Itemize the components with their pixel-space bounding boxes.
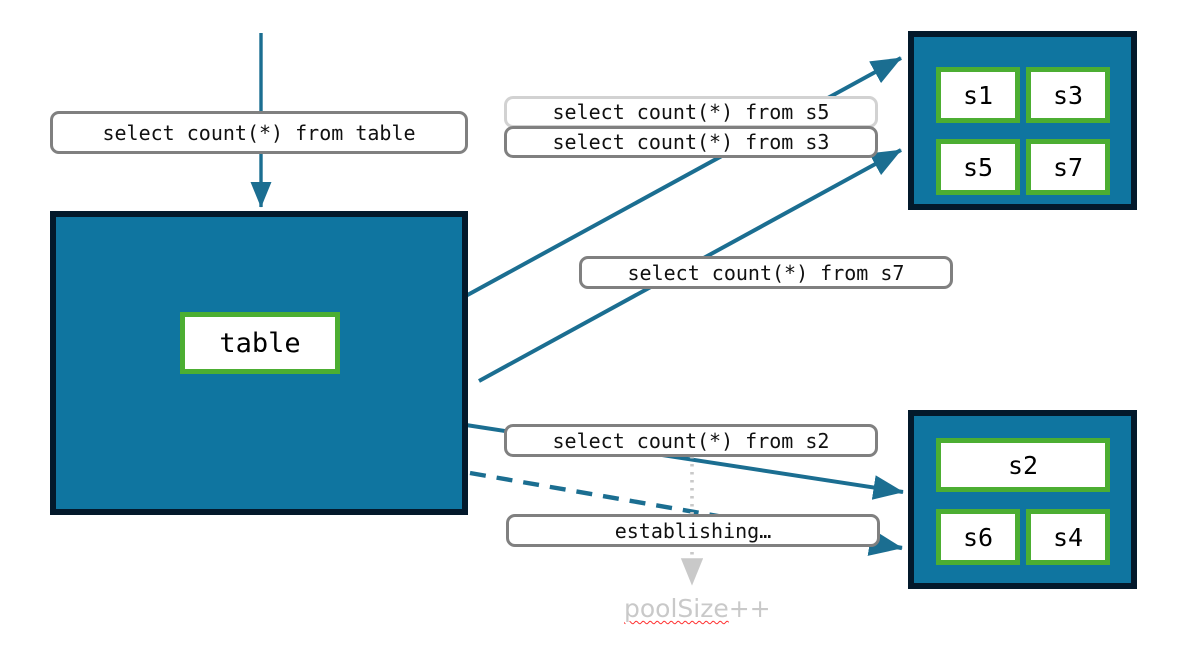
query-box-s3[interactable]: select count(*) from s3 [504,126,878,158]
query-label-s2: select count(*) from s2 [552,428,830,453]
poolsize-word: poolSize [624,594,729,623]
node-label-s2: s2 [1007,450,1039,480]
query-box-s5[interactable]: select count(*) from s5 [504,96,878,128]
node-label-s1: s1 [962,80,994,110]
poolsize-note: poolSize++ [624,594,771,623]
node-s6[interactable]: s6 [936,509,1020,565]
query-box-s2[interactable]: select count(*) from s2 [504,424,878,457]
node-label-s7: s7 [1052,152,1084,182]
node-label-s3: s3 [1052,80,1084,110]
node-table[interactable]: table [180,312,340,374]
node-label-s4: s4 [1052,522,1084,552]
node-s4[interactable]: s4 [1026,509,1110,565]
query-label-s3: select count(*) from s3 [552,130,830,154]
node-label-s5: s5 [962,152,994,182]
node-label-s6: s6 [962,522,994,552]
node-s7[interactable]: s7 [1026,139,1110,195]
query-box-s7[interactable]: select count(*) from s7 [579,256,953,289]
node-s5[interactable]: s5 [936,139,1020,195]
query-box-table[interactable]: select count(*) from table [50,111,468,154]
node-s2[interactable]: s2 [936,438,1110,492]
query-label-s5: select count(*) from s5 [552,100,830,124]
table-container [50,211,468,515]
query-label-establishing: establishing… [614,518,772,543]
node-label-table: table [219,327,301,359]
poolsize-suffix: ++ [728,594,771,623]
node-s1[interactable]: s1 [936,67,1020,123]
query-box-establishing[interactable]: establishing… [506,514,880,547]
query-label-table: select count(*) from table [102,120,416,145]
node-s3[interactable]: s3 [1026,67,1110,123]
query-label-s7: select count(*) from s7 [627,260,905,285]
